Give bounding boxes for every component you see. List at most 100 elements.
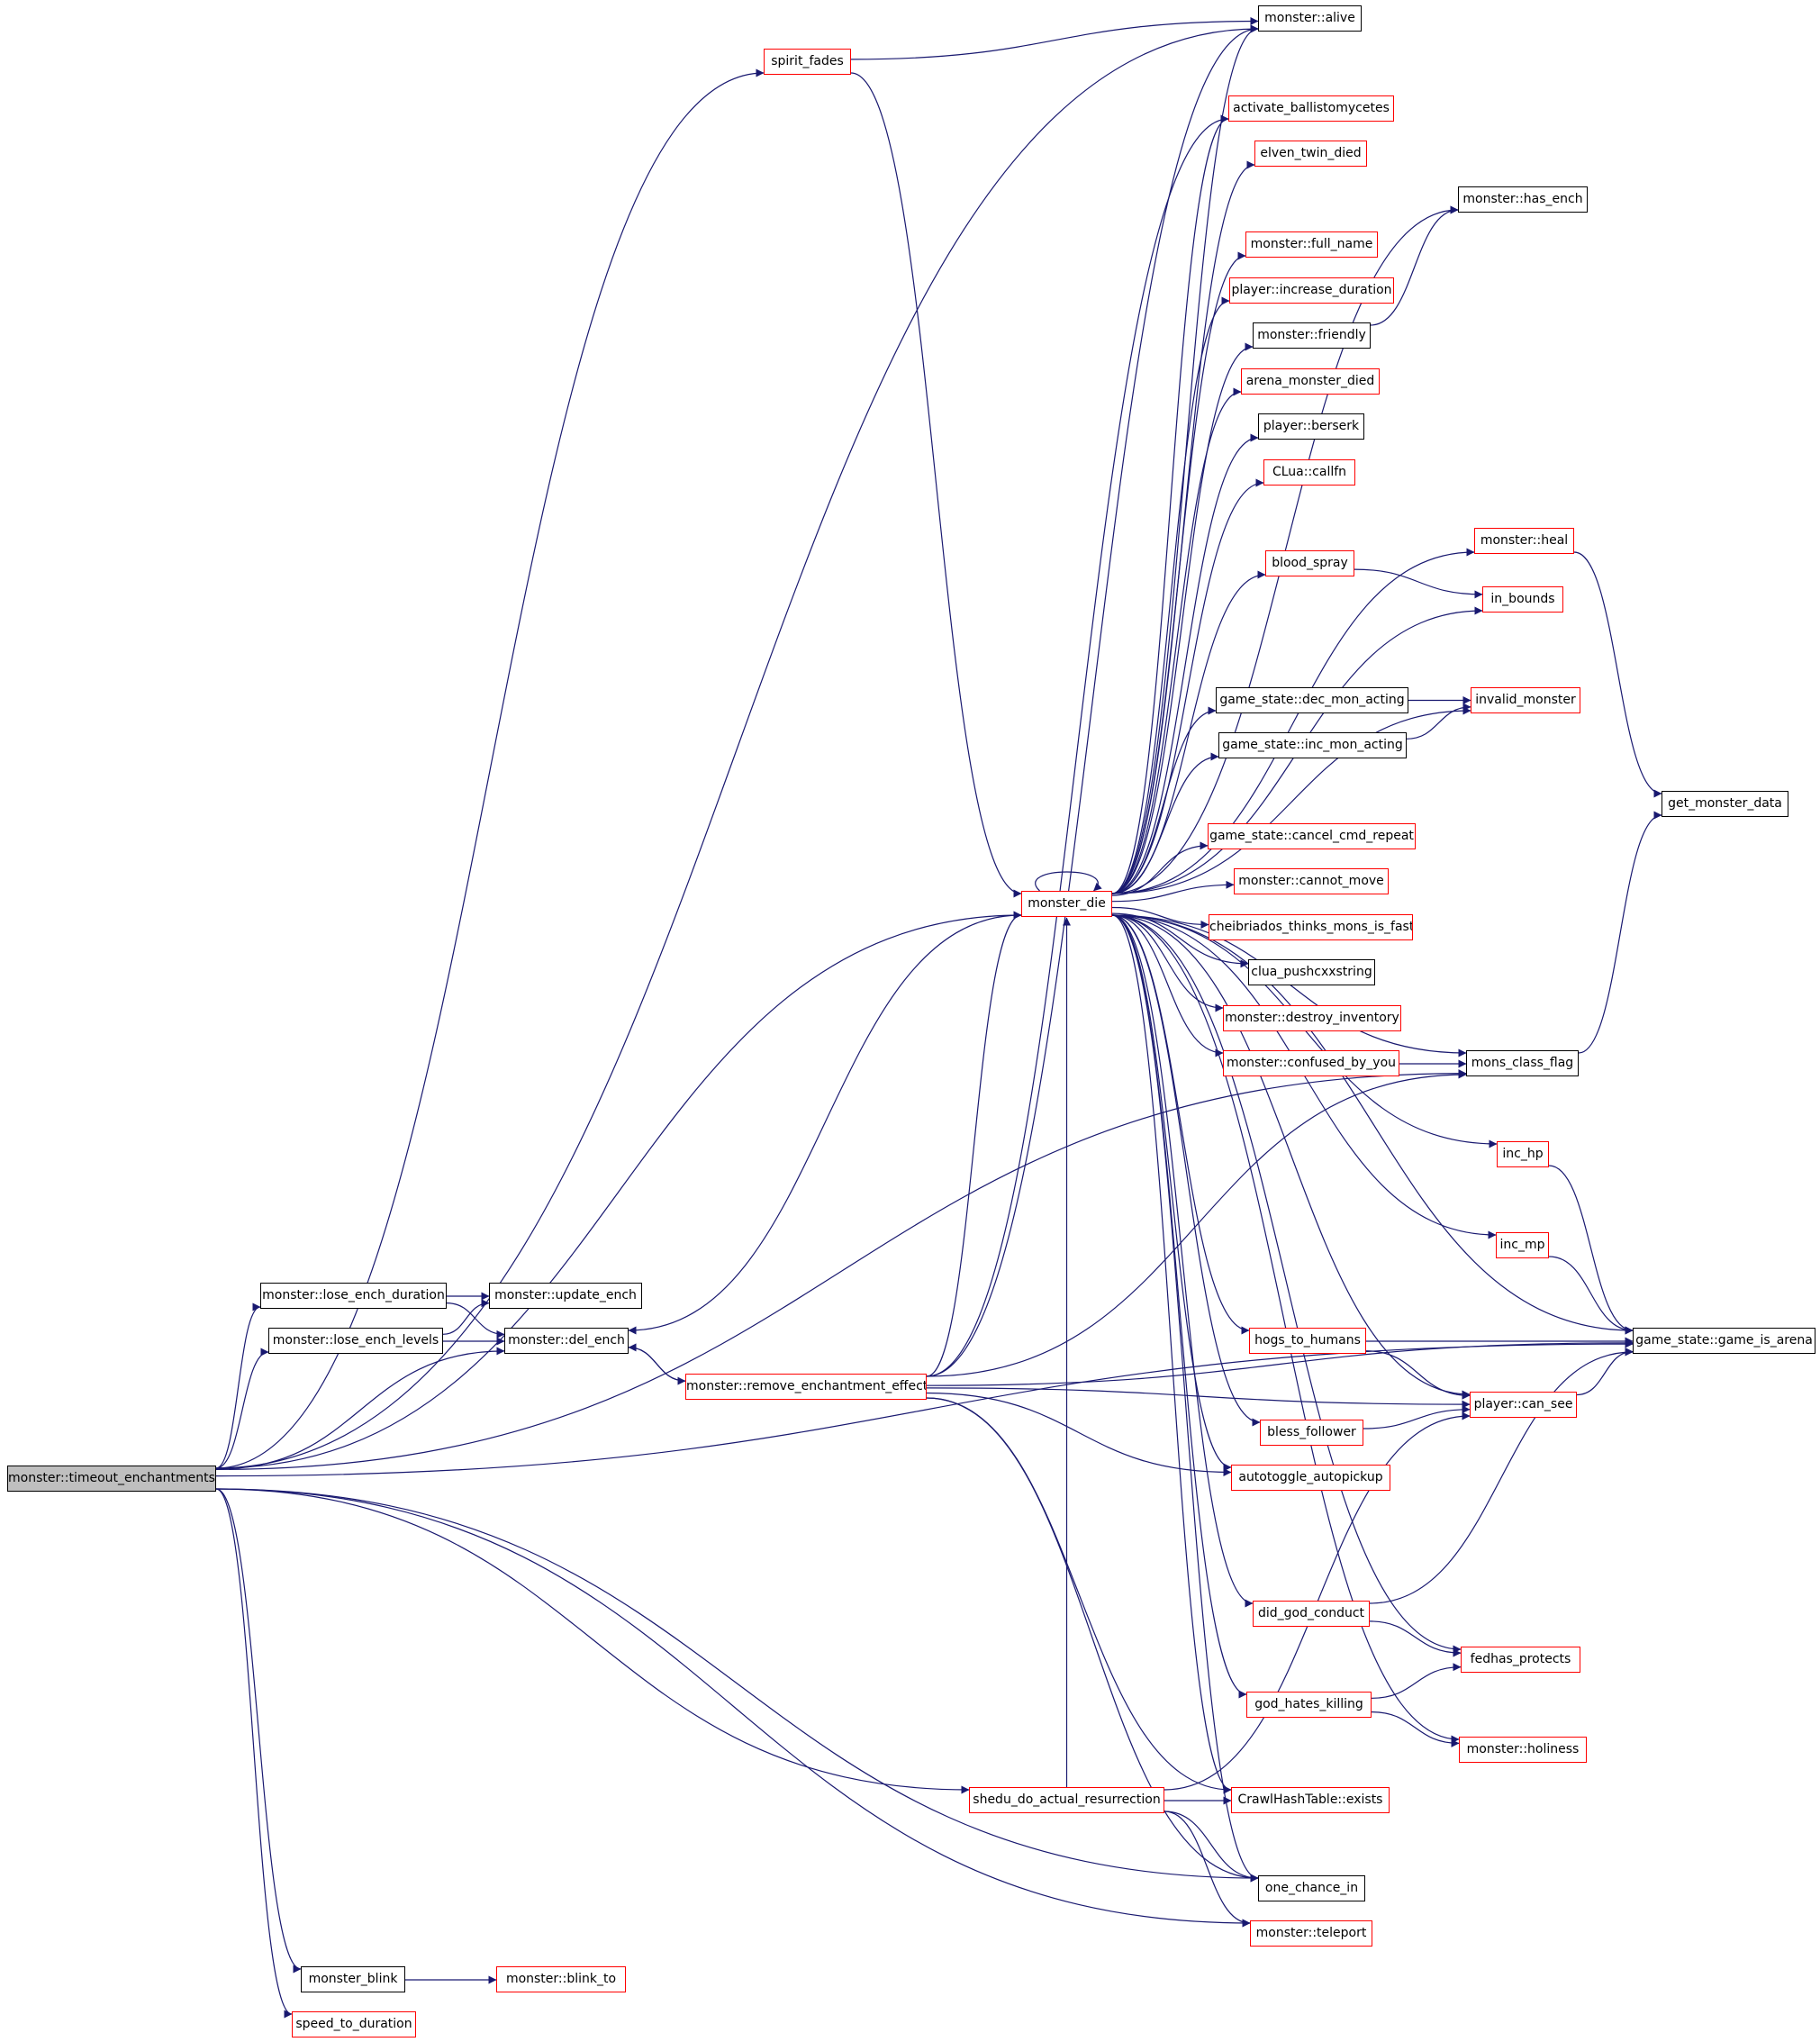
- node-bless-follower[interactable]: bless_follower: [1260, 1420, 1363, 1446]
- edge-monster_die-to-arena_monster_died: [1111, 387, 1242, 894]
- edge-friendly-to-has_ench: [1370, 205, 1459, 326]
- node-dec-mon-acting[interactable]: game_state::dec_mon_acting: [1216, 687, 1408, 713]
- edge-monster_die-to-autotoggle: [1111, 914, 1232, 1472]
- edge-remove_ench_effect-to-monster_die: [926, 911, 1022, 1377]
- edge-timeout-to-lose_ench_duration: [215, 1302, 261, 1469]
- edge-remove_ench_effect-to-can_see: [926, 1387, 1471, 1409]
- edge-lose_ench_levels-to-update_ench: [442, 1299, 490, 1335]
- edge-bless_follower-to-can_see: [1363, 1405, 1471, 1429]
- edge-hogs_to_humans-to-can_see: [1365, 1350, 1471, 1400]
- node-lose-ench-levels[interactable]: monster::lose_ench_levels: [268, 1328, 443, 1354]
- node-holiness[interactable]: monster::holiness: [1459, 1737, 1587, 1763]
- edge-monster_die-to-heal: [1111, 548, 1475, 894]
- node-cheibriados-thinks-mons-is-fast[interactable]: cheibriados_thinks_mons_is_fast: [1209, 914, 1413, 940]
- edge-monster_die-to-berserk: [1111, 433, 1259, 894]
- node-inc-mon-acting[interactable]: game_state::inc_mon_acting: [1218, 732, 1407, 758]
- edge-remove_ench_effect-to-del_ench: [628, 1343, 686, 1382]
- node-inc-hp[interactable]: inc_hp: [1497, 1141, 1549, 1167]
- edge-timeout-to-monster_blink: [215, 1488, 302, 1974]
- node-cancel-cmd-repeat[interactable]: game_state::cancel_cmd_repeat: [1208, 823, 1416, 849]
- edge-monster_die-to-did_god_conduct: [1111, 914, 1254, 1608]
- edge-monster_die-to-full_name: [1111, 251, 1246, 894]
- edge-remove_ench_effect-to-alive: [926, 24, 1259, 1377]
- node-elven-twin-died[interactable]: elven_twin_died: [1254, 141, 1367, 167]
- edge-monster_die-to-friendly: [1111, 342, 1254, 894]
- node-destroy-inventory[interactable]: monster::destroy_inventory: [1223, 1005, 1401, 1031]
- node-cannot-move[interactable]: monster::cannot_move: [1234, 868, 1389, 894]
- node-activate-ballistomycetes[interactable]: activate_ballistomycetes: [1228, 95, 1394, 122]
- node-game-is-arena[interactable]: game_state::game_is_arena: [1633, 1328, 1815, 1354]
- edge-monster_die-to-fedhas_protects: [1111, 914, 1462, 1654]
- edge-monster_die-to-del_ench: [628, 914, 1022, 1335]
- node-invalid-monster[interactable]: invalid_monster: [1471, 687, 1580, 713]
- edge-did_god_conduct-to-game_is_arena: [1369, 1348, 1634, 1604]
- node-blood-spray[interactable]: blood_spray: [1265, 550, 1354, 576]
- node-full-name[interactable]: monster::full_name: [1245, 231, 1378, 258]
- node-heal[interactable]: monster::heal: [1474, 528, 1574, 554]
- edge-timeout-to-teleport: [215, 1488, 1251, 1928]
- edge-lose_ench_duration-to-del_ench: [446, 1302, 505, 1339]
- node-friendly[interactable]: monster::friendly: [1253, 322, 1371, 349]
- node-god-hates-killing[interactable]: god_hates_killing: [1246, 1692, 1372, 1718]
- edge-inc_mp-to-game_is_arena: [1548, 1256, 1634, 1335]
- node-autotoggle-autopickup[interactable]: autotoggle_autopickup: [1231, 1465, 1390, 1491]
- edge-timeout-to-monster_die: [215, 911, 1022, 1469]
- edge-monster_die-to-invalid_monster: [1111, 706, 1471, 894]
- edge-shedu-to-one_chance_in: [1164, 1811, 1259, 1883]
- edge-can_see-to-game_is_arena: [1576, 1348, 1634, 1396]
- node-in-bounds[interactable]: in_bounds: [1482, 586, 1563, 613]
- edge-monster_die-to-increase_duration: [1111, 296, 1230, 894]
- node-spirit-fades[interactable]: spirit_fades: [764, 49, 851, 75]
- node-fedhas-protects[interactable]: fedhas_protects: [1461, 1647, 1580, 1673]
- edge-timeout-to-mons_class_flag: [215, 1069, 1467, 1470]
- node-teleport[interactable]: monster::teleport: [1250, 1920, 1372, 1947]
- edge-mons_class_flag-to-get_monster_data: [1578, 811, 1662, 1054]
- node-monster-blink[interactable]: monster_blink: [301, 1966, 405, 1992]
- edge-remove_ench_effect-to-game_is_arena: [926, 1339, 1634, 1386]
- edge-spirit_fades-to-alive: [850, 17, 1259, 60]
- node-increase-duration[interactable]: player::increase_duration: [1229, 277, 1394, 304]
- edge-did_god_conduct-to-fedhas_protects: [1369, 1620, 1462, 1657]
- node-arena-monster-died[interactable]: arena_monster_died: [1241, 368, 1380, 395]
- node-mons-class-flag[interactable]: mons_class_flag: [1466, 1050, 1579, 1076]
- edge-remove_ench_effect-to-one_chance_in: [926, 1397, 1259, 1883]
- node-monster-die[interactable]: monster_die: [1021, 891, 1112, 917]
- edge-timeout-to-shedu: [215, 1488, 970, 1794]
- node-one-chance-in[interactable]: one_chance_in: [1258, 1875, 1365, 1901]
- edge-timeout-to-spirit_fades: [215, 68, 765, 1469]
- edge-monster_die-to-monster_die: [1035, 871, 1102, 892]
- node-can-see[interactable]: player::can_see: [1470, 1392, 1577, 1418]
- edge-inc_mon_acting-to-invalid_monster: [1406, 703, 1471, 740]
- node-alive[interactable]: monster::alive: [1258, 5, 1362, 32]
- node-has-ench[interactable]: monster::has_ench: [1458, 186, 1588, 213]
- node-timeout-enchantments[interactable]: monster::timeout_enchantments: [7, 1466, 216, 1492]
- node-clua-callfn[interactable]: CLua::callfn: [1263, 459, 1355, 486]
- edge-remove_ench_effect-to-activate_ballisto: [926, 114, 1229, 1377]
- node-blink-to[interactable]: monster::blink_to: [496, 1966, 626, 1992]
- node-del-ench[interactable]: monster::del_ench: [504, 1328, 629, 1354]
- node-lose-ench-duration[interactable]: monster::lose_ench_duration: [260, 1283, 447, 1309]
- edge-timeout-to-speed_to_duration: [215, 1488, 293, 2019]
- node-berserk[interactable]: player::berserk: [1258, 413, 1364, 440]
- node-crawl-hash-table-exists[interactable]: CrawlHashTable::exists: [1231, 1787, 1390, 1813]
- node-hogs-to-humans[interactable]: hogs_to_humans: [1249, 1328, 1366, 1354]
- node-update-ench[interactable]: monster::update_ench: [489, 1283, 642, 1309]
- edge-monster_die-to-can_see: [1111, 914, 1471, 1399]
- edge-god_hates_killing-to-fedhas_protects: [1371, 1663, 1462, 1699]
- edge-monster_die-to-confused_by_you: [1111, 914, 1224, 1057]
- edge-monster_die-to-hash_exists: [1111, 914, 1232, 1794]
- node-clua-pushcxxstring[interactable]: clua_pushcxxstring: [1248, 959, 1375, 985]
- node-get-monster-data[interactable]: get_monster_data: [1662, 791, 1788, 817]
- edge-monster_die-to-dec_mon_acting: [1111, 706, 1217, 894]
- node-did-god-conduct[interactable]: did_god_conduct: [1253, 1601, 1370, 1627]
- node-shedu-do-actual-resurrection[interactable]: shedu_do_actual_resurrection: [969, 1787, 1164, 1813]
- node-confused-by-you[interactable]: monster::confused_by_you: [1223, 1050, 1399, 1076]
- edge-timeout-to-lose_ench_levels: [215, 1348, 269, 1469]
- node-inc-mp[interactable]: inc_mp: [1496, 1232, 1549, 1258]
- node-speed-to-duration[interactable]: speed_to_duration: [292, 2011, 416, 2037]
- edge-spirit_fades-to-monster_die: [850, 72, 1022, 898]
- node-remove-enchantment-effect[interactable]: monster::remove_enchantment_effect: [685, 1374, 927, 1400]
- edge-inc_hp-to-game_is_arena: [1548, 1165, 1634, 1335]
- edge-remove_ench_effect-to-autotoggle: [926, 1392, 1232, 1476]
